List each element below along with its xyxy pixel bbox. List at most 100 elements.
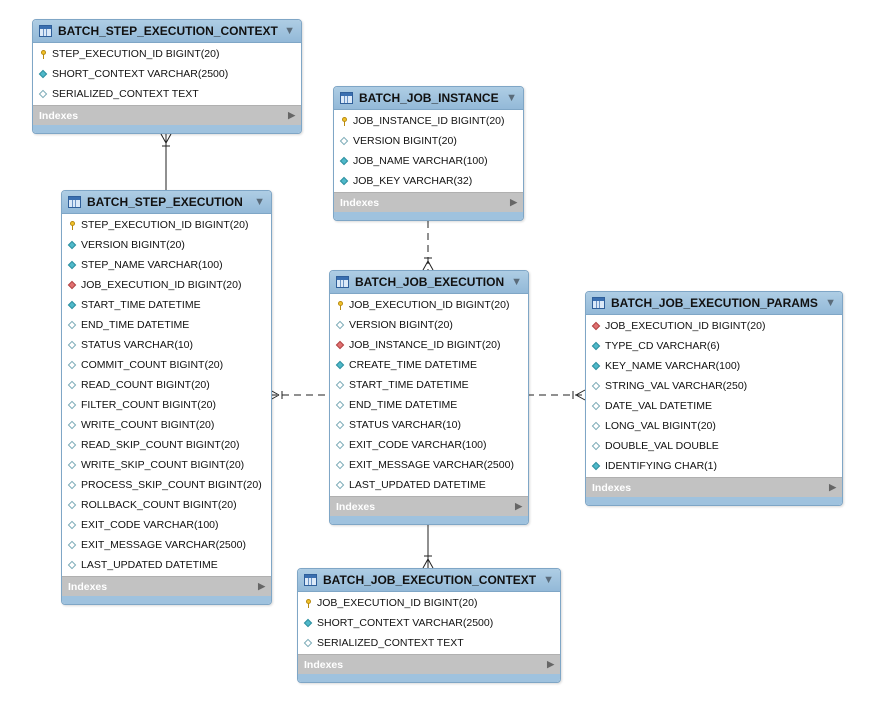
table-name: BATCH_JOB_INSTANCE: [359, 91, 499, 105]
table-name: BATCH_JOB_EXECUTION_PARAMS: [611, 296, 818, 310]
column-row[interactable]: SHORT_CONTEXT VARCHAR(2500): [33, 64, 301, 84]
column-row[interactable]: END_TIME DATETIME: [62, 315, 271, 335]
column-row[interactable]: JOB_INSTANCE_ID BIGINT(20): [330, 335, 528, 355]
expand-arrow-icon[interactable]: ▶: [515, 501, 522, 511]
column-row[interactable]: EXIT_CODE VARCHAR(100): [62, 515, 271, 535]
column-row[interactable]: FILTER_COUNT BIGINT(20): [62, 395, 271, 415]
column-row[interactable]: STEP_EXECUTION_ID BIGINT(20): [33, 44, 301, 64]
column-row[interactable]: DATE_VAL DATETIME: [586, 396, 842, 416]
column-row[interactable]: CREATE_TIME DATETIME: [330, 355, 528, 375]
dropdown-arrow-icon[interactable]: ▼: [543, 574, 554, 586]
column-row[interactable]: END_TIME DATETIME: [330, 395, 528, 415]
indexes-section[interactable]: Indexes▶: [33, 105, 301, 125]
column-row[interactable]: LAST_UPDATED DATETIME: [330, 475, 528, 495]
indexes-section[interactable]: Indexes ▶: [334, 192, 523, 212]
indexes-section[interactable]: Indexes▶: [330, 496, 528, 516]
column-row[interactable]: SERIALIZED_CONTEXT TEXT: [298, 633, 560, 653]
column-row[interactable]: STEP_EXECUTION_ID BIGINT(20): [62, 215, 271, 235]
column-row[interactable]: PROCESS_SKIP_COUNT BIGINT(20): [62, 475, 271, 495]
column-row[interactable]: WRITE_COUNT BIGINT(20): [62, 415, 271, 435]
expand-arrow-icon[interactable]: ▶: [510, 197, 517, 207]
table-job-instance[interactable]: BATCH_JOB_INSTANCE ▼JOB_INSTANCE_ID BIGIN…: [333, 86, 524, 221]
column-row[interactable]: READ_COUNT BIGINT(20): [62, 375, 271, 395]
table-job-params[interactable]: BATCH_JOB_EXECUTION_PARAMS ▼ JOB_EXECUTION…: [585, 291, 843, 506]
dropdown-arrow-icon[interactable]: ▼: [254, 196, 265, 208]
expand-arrow-icon[interactable]: ▶: [258, 581, 265, 591]
table-header[interactable]: BATCH_JOB_INSTANCE ▼: [334, 87, 523, 110]
table-header[interactable]: BATCH_JOB_EXECUTION_CONTEXT▼: [298, 569, 560, 592]
indexes-section[interactable]: Indexes▶: [298, 654, 560, 674]
column-row[interactable]: ROLLBACK_COUNT BIGINT(20): [62, 495, 271, 515]
column-row[interactable]: IDENTIFYING CHAR(1): [586, 456, 842, 476]
expand-arrow-icon[interactable]: ▶: [288, 110, 295, 120]
many-cardinality-marker: [422, 555, 434, 569]
table-header[interactable]: BATCH_JOB_EXECUTION_PARAMS ▼: [586, 292, 842, 315]
column-label: JOB_EXECUTION_ID BIGINT(20): [349, 299, 510, 311]
column-label: STEP_EXECUTION_ID BIGINT(20): [52, 48, 220, 60]
column-label: JOB_INSTANCE_ID BIGINT(20): [353, 115, 505, 127]
nullable-column-icon: [335, 320, 345, 330]
indexes-section[interactable]: Indexes▶: [586, 477, 842, 497]
column-row[interactable]: JOB_EXECUTION_ID BIGINT(20): [586, 316, 842, 336]
column-label: JOB_EXECUTION_ID BIGINT(20): [317, 597, 478, 609]
column-row[interactable]: JOB_EXECUTION_ID BIGINT(20): [330, 295, 528, 315]
column-row[interactable]: START_TIME DATETIME: [330, 375, 528, 395]
many-cardinality-marker: [572, 389, 586, 401]
column-row[interactable]: SERIALIZED_CONTEXT TEXT: [33, 84, 301, 104]
nullable-column-icon: [591, 421, 601, 431]
column-row[interactable]: READ_SKIP_COUNT BIGINT(20): [62, 435, 271, 455]
column-label: SHORT_CONTEXT VARCHAR(2500): [317, 617, 494, 629]
column-row[interactable]: JOB_INSTANCE_ID BIGINT(20): [334, 111, 523, 131]
nullable-column-icon: [38, 89, 48, 99]
column-row[interactable]: TYPE_CD VARCHAR(6): [586, 336, 842, 356]
column-row[interactable]: START_TIME DATETIME: [62, 295, 271, 315]
table-step-exec[interactable]: BATCH_STEP_EXECUTION▼STEP_EXECUTION_ID B…: [61, 190, 272, 605]
expand-arrow-icon[interactable]: ▶: [829, 482, 836, 492]
column-row[interactable]: JOB_EXECUTION_ID BIGINT(20): [62, 275, 271, 295]
column-row[interactable]: EXIT_CODE VARCHAR(100): [330, 435, 528, 455]
column-row[interactable]: VERSION BIGINT(20): [62, 235, 271, 255]
table-footer: [62, 596, 271, 604]
table-header[interactable]: BATCH_JOB_EXECUTION▼: [330, 271, 528, 294]
indexes-label: Indexes: [340, 196, 380, 209]
column-row[interactable]: EXIT_MESSAGE VARCHAR(2500): [62, 535, 271, 555]
column-row[interactable]: JOB_EXECUTION_ID BIGINT(20): [298, 593, 560, 613]
column-row[interactable]: WRITE_SKIP_COUNT BIGINT(20): [62, 455, 271, 475]
not-null-column-icon: [591, 361, 601, 371]
nullable-column-icon: [335, 440, 345, 450]
column-row[interactable]: KEY_NAME VARCHAR(100): [586, 356, 842, 376]
column-row[interactable]: JOB_KEY VARCHAR(32): [334, 171, 523, 191]
expand-arrow-icon[interactable]: ▶: [547, 659, 554, 669]
dropdown-arrow-icon[interactable]: ▼: [506, 92, 517, 104]
nullable-column-icon: [67, 540, 77, 550]
column-row[interactable]: LONG_VAL BIGINT(20): [586, 416, 842, 436]
table-header[interactable]: BATCH_STEP_EXECUTION_CONTEXT▼: [33, 20, 301, 43]
column-row[interactable]: JOB_NAME VARCHAR(100): [334, 151, 523, 171]
dropdown-arrow-icon[interactable]: ▼: [511, 276, 522, 288]
nullable-column-icon: [67, 320, 77, 330]
column-row[interactable]: STATUS VARCHAR(10): [62, 335, 271, 355]
column-row[interactable]: STRING_VAL VARCHAR(250): [586, 376, 842, 396]
column-row[interactable]: EXIT_MESSAGE VARCHAR(2500): [330, 455, 528, 475]
column-row[interactable]: STEP_NAME VARCHAR(100): [62, 255, 271, 275]
column-label: STRING_VAL VARCHAR(250): [605, 380, 748, 392]
column-row[interactable]: VERSION BIGINT(20): [330, 315, 528, 335]
table-job-exec[interactable]: BATCH_JOB_EXECUTION▼ JOB_EXECUTION_ID BIG…: [329, 270, 529, 525]
table-job-ctx[interactable]: BATCH_JOB_EXECUTION_CONTEXT▼ JOB_EXECUTIO…: [297, 568, 561, 683]
column-row[interactable]: LAST_UPDATED DATETIME: [62, 555, 271, 575]
table-step-ctx[interactable]: BATCH_STEP_EXECUTION_CONTEXT▼ STEP_EXECUT…: [32, 19, 302, 134]
dropdown-arrow-icon[interactable]: ▼: [825, 297, 836, 309]
table-header[interactable]: BATCH_STEP_EXECUTION▼: [62, 191, 271, 214]
column-row[interactable]: DOUBLE_VAL DOUBLE: [586, 436, 842, 456]
column-row[interactable]: SHORT_CONTEXT VARCHAR(2500): [298, 613, 560, 633]
dropdown-arrow-icon[interactable]: ▼: [284, 25, 295, 37]
indexes-section[interactable]: Indexes▶: [62, 576, 271, 596]
column-row[interactable]: STATUS VARCHAR(10): [330, 415, 528, 435]
column-row[interactable]: VERSION BIGINT(20): [334, 131, 523, 151]
column-label: STATUS VARCHAR(10): [349, 419, 462, 431]
many-cardinality-marker: [422, 257, 434, 271]
column-row[interactable]: COMMIT_COUNT BIGINT(20): [62, 355, 271, 375]
foreign-key-icon: [67, 280, 77, 290]
nullable-column-icon: [67, 360, 77, 370]
